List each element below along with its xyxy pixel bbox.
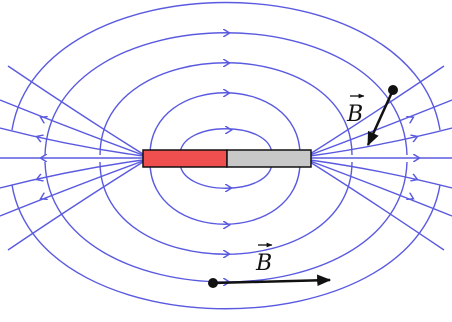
bar-magnet [142, 149, 312, 168]
b-vector-upper-label: B [346, 102, 363, 127]
radial-line-left-3 [0, 159, 144, 189]
field-lines [0, 1, 452, 310]
radial-line-left-6 [7, 65, 144, 155]
radial-line-right-7 [309, 161, 445, 251]
b-vector-upper: B [346, 85, 398, 147]
magnet-north-half [142, 149, 228, 168]
radial-line-left-5 [0, 160, 144, 217]
b-vector-upper-arrow [366, 89, 395, 147]
radial-line-right-6 [309, 65, 445, 155]
b-vector-lower-arrow [212, 274, 332, 287]
radial-line-left-2 [0, 127, 144, 157]
magnet-south-half [226, 149, 312, 168]
field-loop-upper-5 [11, 1, 441, 131]
radial-line-left-7 [7, 161, 144, 251]
field-loop-upper-4 [44, 32, 408, 156]
radial-line-right-3 [309, 159, 452, 189]
radial-line-right-2 [309, 127, 452, 157]
field-loop-upper-2 [149, 92, 301, 156]
b-vector-lower-label: B [255, 251, 272, 276]
radial-line-left-4 [0, 99, 144, 156]
radial-line-right-4 [309, 99, 452, 156]
field-loop-lower-5 [11, 184, 441, 310]
field-loop-upper-3 [99, 62, 353, 156]
field-loop-lower-2 [149, 161, 301, 225]
b-vector-lower: B [208, 242, 332, 288]
radial-line-right-5 [309, 160, 452, 217]
field-loop-lower-3 [99, 161, 353, 255]
field-loop-lower-4 [44, 161, 408, 283]
